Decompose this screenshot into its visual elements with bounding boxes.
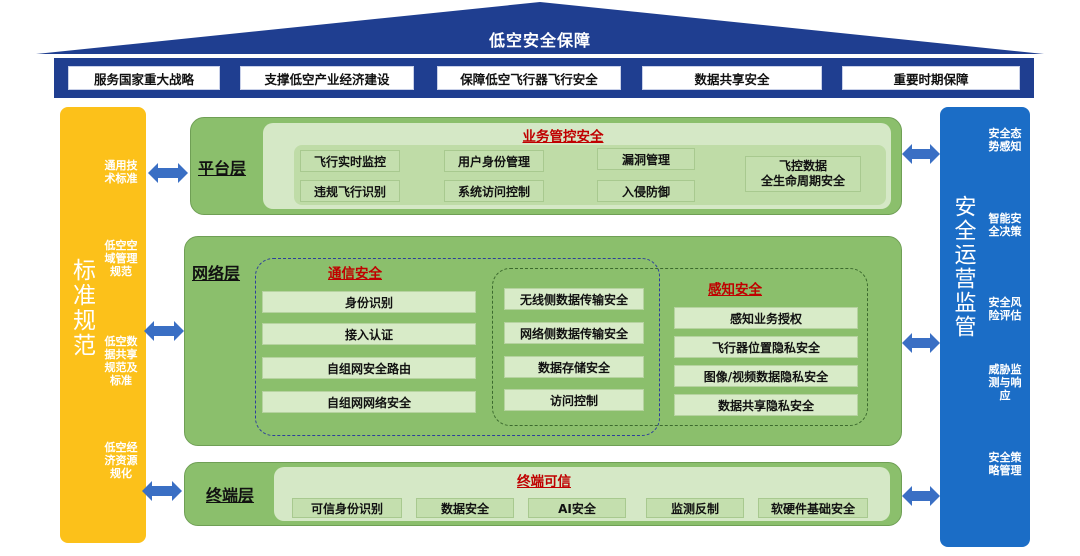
platform-item-intrusion: 入侵防御 (597, 180, 695, 202)
comm-item-auth: 接入认证 (262, 323, 476, 345)
standard-item-general: 通用技术标准 (104, 159, 138, 185)
shared-item-wireless: 无线侧数据传输安全 (504, 288, 644, 310)
comm-item-adhoc: 自组网网络安全 (262, 391, 476, 413)
pillar-flight-safety: 保障低空飞行器飞行安全 (437, 66, 621, 90)
platform-item-monitor: 飞行实时监控 (300, 150, 400, 172)
sense-section-title: 感知安全 (708, 282, 762, 298)
platform-section-title: 业务管控安全 (522, 129, 604, 145)
roof-title: 低空安全保障 (488, 31, 591, 50)
terminal-item-data: 数据安全 (416, 498, 514, 518)
platform-item-access: 系统访问控制 (444, 180, 544, 202)
platform-item-violation: 违规飞行识别 (300, 180, 400, 202)
arrow-left-platform (148, 163, 188, 183)
ops-item-policy: 安全策略管理 (988, 451, 1022, 477)
shared-item-storage: 数据存储安全 (504, 356, 644, 378)
sense-security-boundary (492, 268, 868, 426)
comm-item-identify: 身份识别 (262, 291, 476, 313)
standard-item-data: 低空数据共享规范及标准 (104, 335, 138, 387)
terminal-section-title: 终端可信 (517, 474, 571, 490)
arrow-left-terminal (142, 481, 182, 501)
sense-item-sharing: 数据共享隐私安全 (674, 394, 858, 416)
pillar-key-period: 重要时期保障 (842, 66, 1020, 90)
arrow-right-platform (902, 144, 940, 164)
pillar-data-sharing: 数据共享安全 (642, 66, 822, 90)
arrow-left-network (144, 321, 184, 341)
arrow-right-network (902, 333, 940, 353)
standard-item-airspace: 低空空域管理规范 (104, 238, 138, 278)
network-layer-label: 网络层 (192, 264, 241, 283)
sense-item-authorize: 感知业务授权 (674, 307, 858, 329)
arrow-right-terminal (902, 486, 940, 506)
roof-triangle (36, 2, 1044, 54)
terminal-item-hardware: 软硬件基础安全 (758, 498, 868, 518)
standards-bar (60, 107, 146, 543)
standards-title: 标准规范 (68, 258, 95, 358)
ops-item-situation: 安全态势感知 (988, 127, 1022, 153)
comm-section-title: 通信安全 (328, 266, 382, 282)
shared-item-network: 网络侧数据传输安全 (504, 322, 644, 344)
standard-item-resource: 低空经济资源规化 (104, 440, 138, 480)
ops-item-threat: 威胁监测与响应 (988, 362, 1022, 402)
ops-item-decision: 智能安全决策 (988, 212, 1022, 238)
operations-title: 安全运营监管 (950, 195, 976, 339)
terminal-item-monitor: 监测反制 (646, 498, 744, 518)
operations-bar (940, 107, 1030, 547)
platform-item-vuln: 漏洞管理 (597, 148, 695, 170)
shared-item-access: 访问控制 (504, 389, 644, 411)
platform-layer-label: 平台层 (198, 159, 247, 178)
terminal-layer-label: 终端层 (206, 486, 255, 505)
comm-security-boundary (255, 258, 660, 436)
terminal-item-trusted-id: 可信身份识别 (292, 498, 402, 518)
terminal-item-ai: AI安全 (528, 498, 626, 518)
comm-item-routing: 自组网安全路由 (262, 357, 476, 379)
platform-item-identity: 用户身份管理 (444, 150, 544, 172)
ops-item-risk: 安全风险评估 (988, 296, 1022, 322)
platform-item-flight-data: 飞控数据 全生命周期安全 (745, 156, 861, 192)
pillar-national-strategy: 服务国家重大战略 (68, 66, 220, 90)
sense-item-location: 飞行器位置隐私安全 (674, 336, 858, 358)
sense-item-media: 图像/视频数据隐私安全 (674, 365, 858, 387)
pillar-industry-economy: 支撑低空产业经济建设 (240, 66, 414, 90)
